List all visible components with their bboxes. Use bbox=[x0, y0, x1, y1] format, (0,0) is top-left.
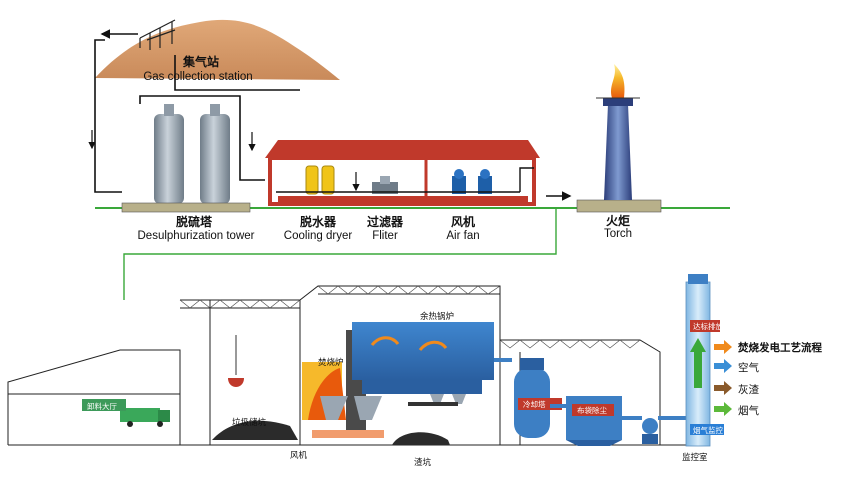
stack-fan-icon bbox=[642, 418, 658, 444]
air-fan-icon bbox=[452, 169, 492, 194]
garbage-truck-icon bbox=[120, 408, 170, 427]
dryer-zh: 脱水器 bbox=[299, 215, 336, 229]
desulfurization-tower-icon bbox=[154, 104, 230, 204]
garbage-pile bbox=[212, 420, 298, 440]
gas-well-icon bbox=[139, 19, 176, 50]
waste-heat-boiler-label: 余热锅炉 bbox=[420, 312, 455, 322]
slag-pit-label: 渣坑 bbox=[414, 458, 432, 468]
legend-arrow-process bbox=[714, 340, 732, 354]
crane-grab-icon bbox=[228, 335, 244, 387]
emission-standard-tag: 达标排放 bbox=[693, 322, 723, 331]
bag-filter-icon bbox=[566, 396, 622, 446]
legend-item-air: 空气 bbox=[738, 362, 759, 374]
gas-mound bbox=[95, 19, 340, 81]
unloading-hall-tag-bg bbox=[82, 399, 126, 411]
plant-fan-label: 风机 bbox=[290, 451, 308, 461]
gas-station-label: 集气站 bbox=[156, 56, 246, 69]
fan-zh: 风机 bbox=[450, 215, 475, 229]
dryer-en: Cooling dryer bbox=[283, 230, 353, 242]
fan-en: Air fan bbox=[446, 230, 480, 242]
filter-icon bbox=[372, 176, 398, 194]
control-room-label: 监控室 bbox=[682, 453, 708, 463]
incinerator-icon bbox=[302, 330, 384, 438]
torch-icon bbox=[576, 64, 662, 213]
filter-zh: 过滤器 bbox=[366, 215, 403, 229]
filter-en: Fliter bbox=[372, 230, 398, 242]
legend-arrow-ash bbox=[714, 381, 732, 395]
legend-item-flue: 烟气 bbox=[738, 405, 759, 417]
gas-station-en: Gas collection station bbox=[143, 71, 253, 83]
legend-arrow-air bbox=[714, 359, 732, 373]
torch-en: Torch bbox=[603, 228, 633, 240]
incinerator-label: 焚烧炉 bbox=[318, 358, 344, 368]
legend-arrows bbox=[714, 340, 732, 416]
waste-heat-boiler-icon bbox=[352, 322, 494, 404]
chimney-stack-icon bbox=[685, 274, 724, 447]
unloading-hall-tag: 卸料大厅 bbox=[87, 402, 117, 411]
bag-filter-tag: 布袋除尘 bbox=[577, 406, 607, 415]
cooling-tower-tag: 冷却塔 bbox=[523, 400, 546, 409]
legend-title: 焚烧发电工艺流程 bbox=[738, 342, 822, 354]
torch-zh: 火炬 bbox=[605, 214, 630, 228]
flue-gas-monitor-tag: 烟气监控 bbox=[693, 426, 723, 435]
gas-station-zh: 集气站 bbox=[182, 55, 219, 69]
slag-pile bbox=[392, 432, 450, 445]
desulfur-en: Desulphurization tower bbox=[137, 230, 255, 242]
legend-arrow-flue bbox=[714, 402, 732, 416]
desulfur-zh: 脱硫塔 bbox=[175, 215, 212, 229]
garbage-pit-label: 垃圾储坑 bbox=[232, 418, 267, 428]
cooling-dryer-icon bbox=[305, 165, 335, 195]
legend-item-ash: 灰渣 bbox=[738, 384, 759, 396]
